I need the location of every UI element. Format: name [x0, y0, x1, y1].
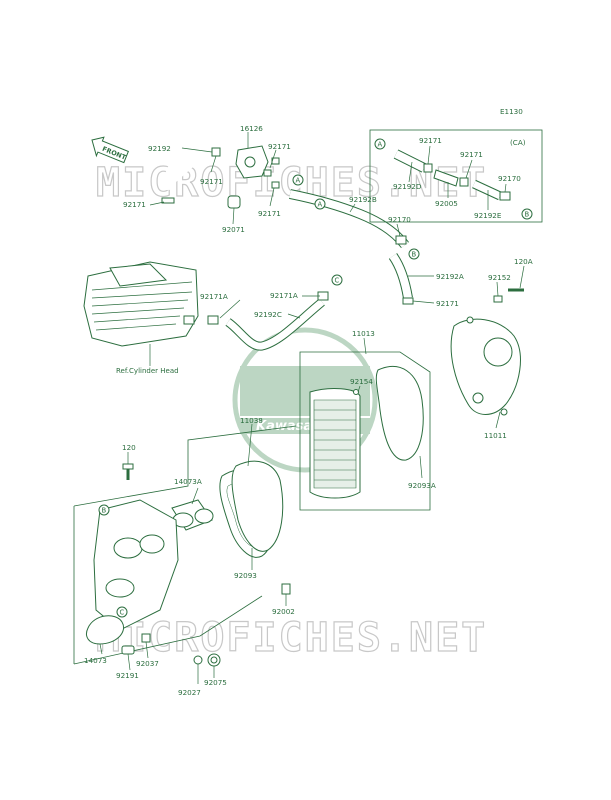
clamp-92170 [395, 235, 407, 245]
watermark-text-bottom: MICROFICHES.NET [96, 615, 487, 661]
label-120a: 120A [514, 257, 533, 266]
label-92002: 92002 [272, 607, 295, 616]
callout-a-2: A [314, 198, 326, 210]
svg-text:C: C [120, 609, 125, 617]
label-11013: 11013 [352, 329, 375, 338]
callout-b-ca: B [521, 208, 533, 220]
breather-hose-group [161, 145, 414, 351]
callout-a-ca: A [374, 138, 386, 150]
label-92171-ca2: 92171 [460, 150, 483, 159]
bolt-92002 [281, 583, 291, 595]
lower-assembly [73, 423, 297, 684]
label-92192e: 92192E [474, 211, 502, 220]
clamp-92171 [211, 147, 221, 157]
diagram-code: E1130 [500, 107, 523, 116]
svg-text:C: C [335, 277, 340, 285]
label-14073a: 14073A [174, 477, 202, 486]
callout-b-2: B [98, 504, 110, 516]
svg-text:B: B [102, 507, 107, 515]
label-92075: 92075 [204, 678, 227, 687]
label-92171-ca1: 92171 [419, 136, 442, 145]
ref-cylinder-head: Ref.Cylinder Head [116, 367, 179, 375]
washer-92027 [193, 655, 203, 665]
callout-b-1: B [408, 248, 420, 260]
label-92037: 92037 [136, 659, 159, 668]
label-92027: 92027 [178, 688, 201, 697]
label-92192a: 92192A [436, 272, 464, 281]
clamp-92171-lower [161, 197, 175, 204]
label-92192: 92192 [148, 144, 171, 153]
label-92171a-1: 92171A [200, 292, 228, 301]
callout-a-1: A [292, 174, 304, 186]
filter-92005 [433, 169, 459, 187]
ca-label: (CA) [510, 138, 526, 147]
label-92192b: 92192B [349, 195, 377, 204]
callout-c-2: C [116, 606, 128, 618]
ca-box: (CA) A B [369, 129, 543, 223]
leader-lines-top [149, 132, 435, 319]
label-92171a-2: 92171A [270, 291, 298, 300]
label-92005: 92005 [435, 199, 458, 208]
label-92171-d: 92171 [258, 209, 281, 218]
label-92170-a: 92170 [388, 215, 411, 224]
label-92191: 92191 [116, 671, 139, 680]
label-92154: 92154 [350, 377, 373, 386]
svg-text:A: A [296, 177, 301, 185]
label-16126: 16126 [240, 124, 263, 133]
label-11011: 11011 [484, 431, 507, 440]
tube-92191 [121, 645, 135, 655]
callout-c-1: C [331, 274, 343, 286]
washer-92152 [493, 295, 503, 303]
base-14073 [93, 499, 179, 631]
label-92192d: 92192D [393, 182, 422, 191]
label-92152: 92152 [488, 273, 511, 282]
label-92171-c: 92171 [123, 200, 146, 209]
gasket-92093a [375, 366, 424, 461]
label-92093a: 92093A [408, 481, 436, 490]
cylinder-head [83, 261, 199, 366]
label-92171-b: 92171 [200, 177, 223, 186]
label-92192c: 92192C [254, 310, 282, 319]
filter-box [299, 337, 431, 511]
cover-11011 [450, 316, 521, 429]
svg-text:A: A [378, 141, 383, 149]
svg-text:B: B [525, 211, 530, 219]
label-14073: 14073 [84, 656, 107, 665]
label-92170-ca: 92170 [498, 174, 521, 183]
label-92071: 92071 [222, 225, 245, 234]
label-92093: 92093 [234, 571, 257, 580]
grommet-92071 [227, 195, 241, 209]
label-92171-a: 92171 [268, 142, 291, 151]
svg-text:B: B [412, 251, 417, 259]
svg-text:A: A [318, 201, 323, 209]
label-120: 120 [122, 443, 136, 452]
clip-92037 [141, 633, 151, 643]
label-11038: 11038 [240, 416, 263, 425]
label-92171-f: 92171 [436, 299, 459, 308]
